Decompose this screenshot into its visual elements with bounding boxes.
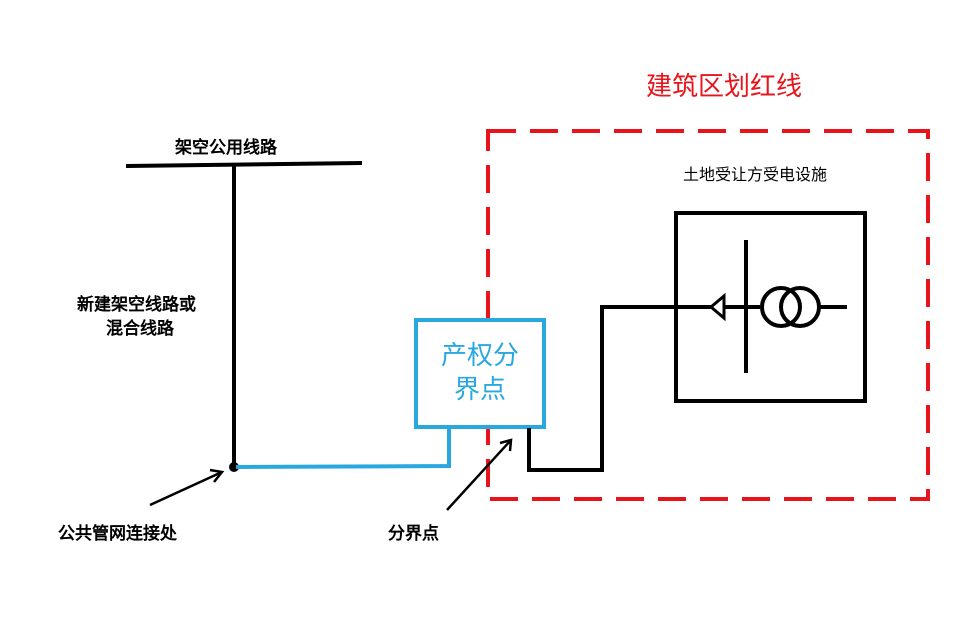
arrow-triangle-icon [708,292,726,322]
public-connection-label: 公共管网连接处 [58,524,177,544]
property-box-line-1: 产权分 [440,341,519,371]
overhead-public-line [125,161,363,168]
property-box-text: 产权分 界点 [418,339,542,407]
new-line-label-2: 混合线路 [106,319,174,339]
property-box-line-2: 界点 [453,375,506,405]
new-line-label-1: 新建架空线路或 [77,295,196,315]
property-line [235,428,451,469]
pointer-arrow-demarcation [446,438,513,511]
red-line-title: 建筑区划红线 [646,72,803,102]
demarcation-point-label: 分界点 [388,524,439,544]
facility-box [674,211,867,403]
transformer-icon [760,286,822,328]
connection-dot [229,462,239,472]
property-demarcation-box [414,318,546,429]
supply-line [527,305,845,472]
overhead-public-line-label: 架空公用线路 [175,138,277,158]
red-line-boundary [486,129,930,501]
facility-title: 土地受让方受电设施 [683,165,828,184]
pointer-arrow-connection [149,468,225,507]
